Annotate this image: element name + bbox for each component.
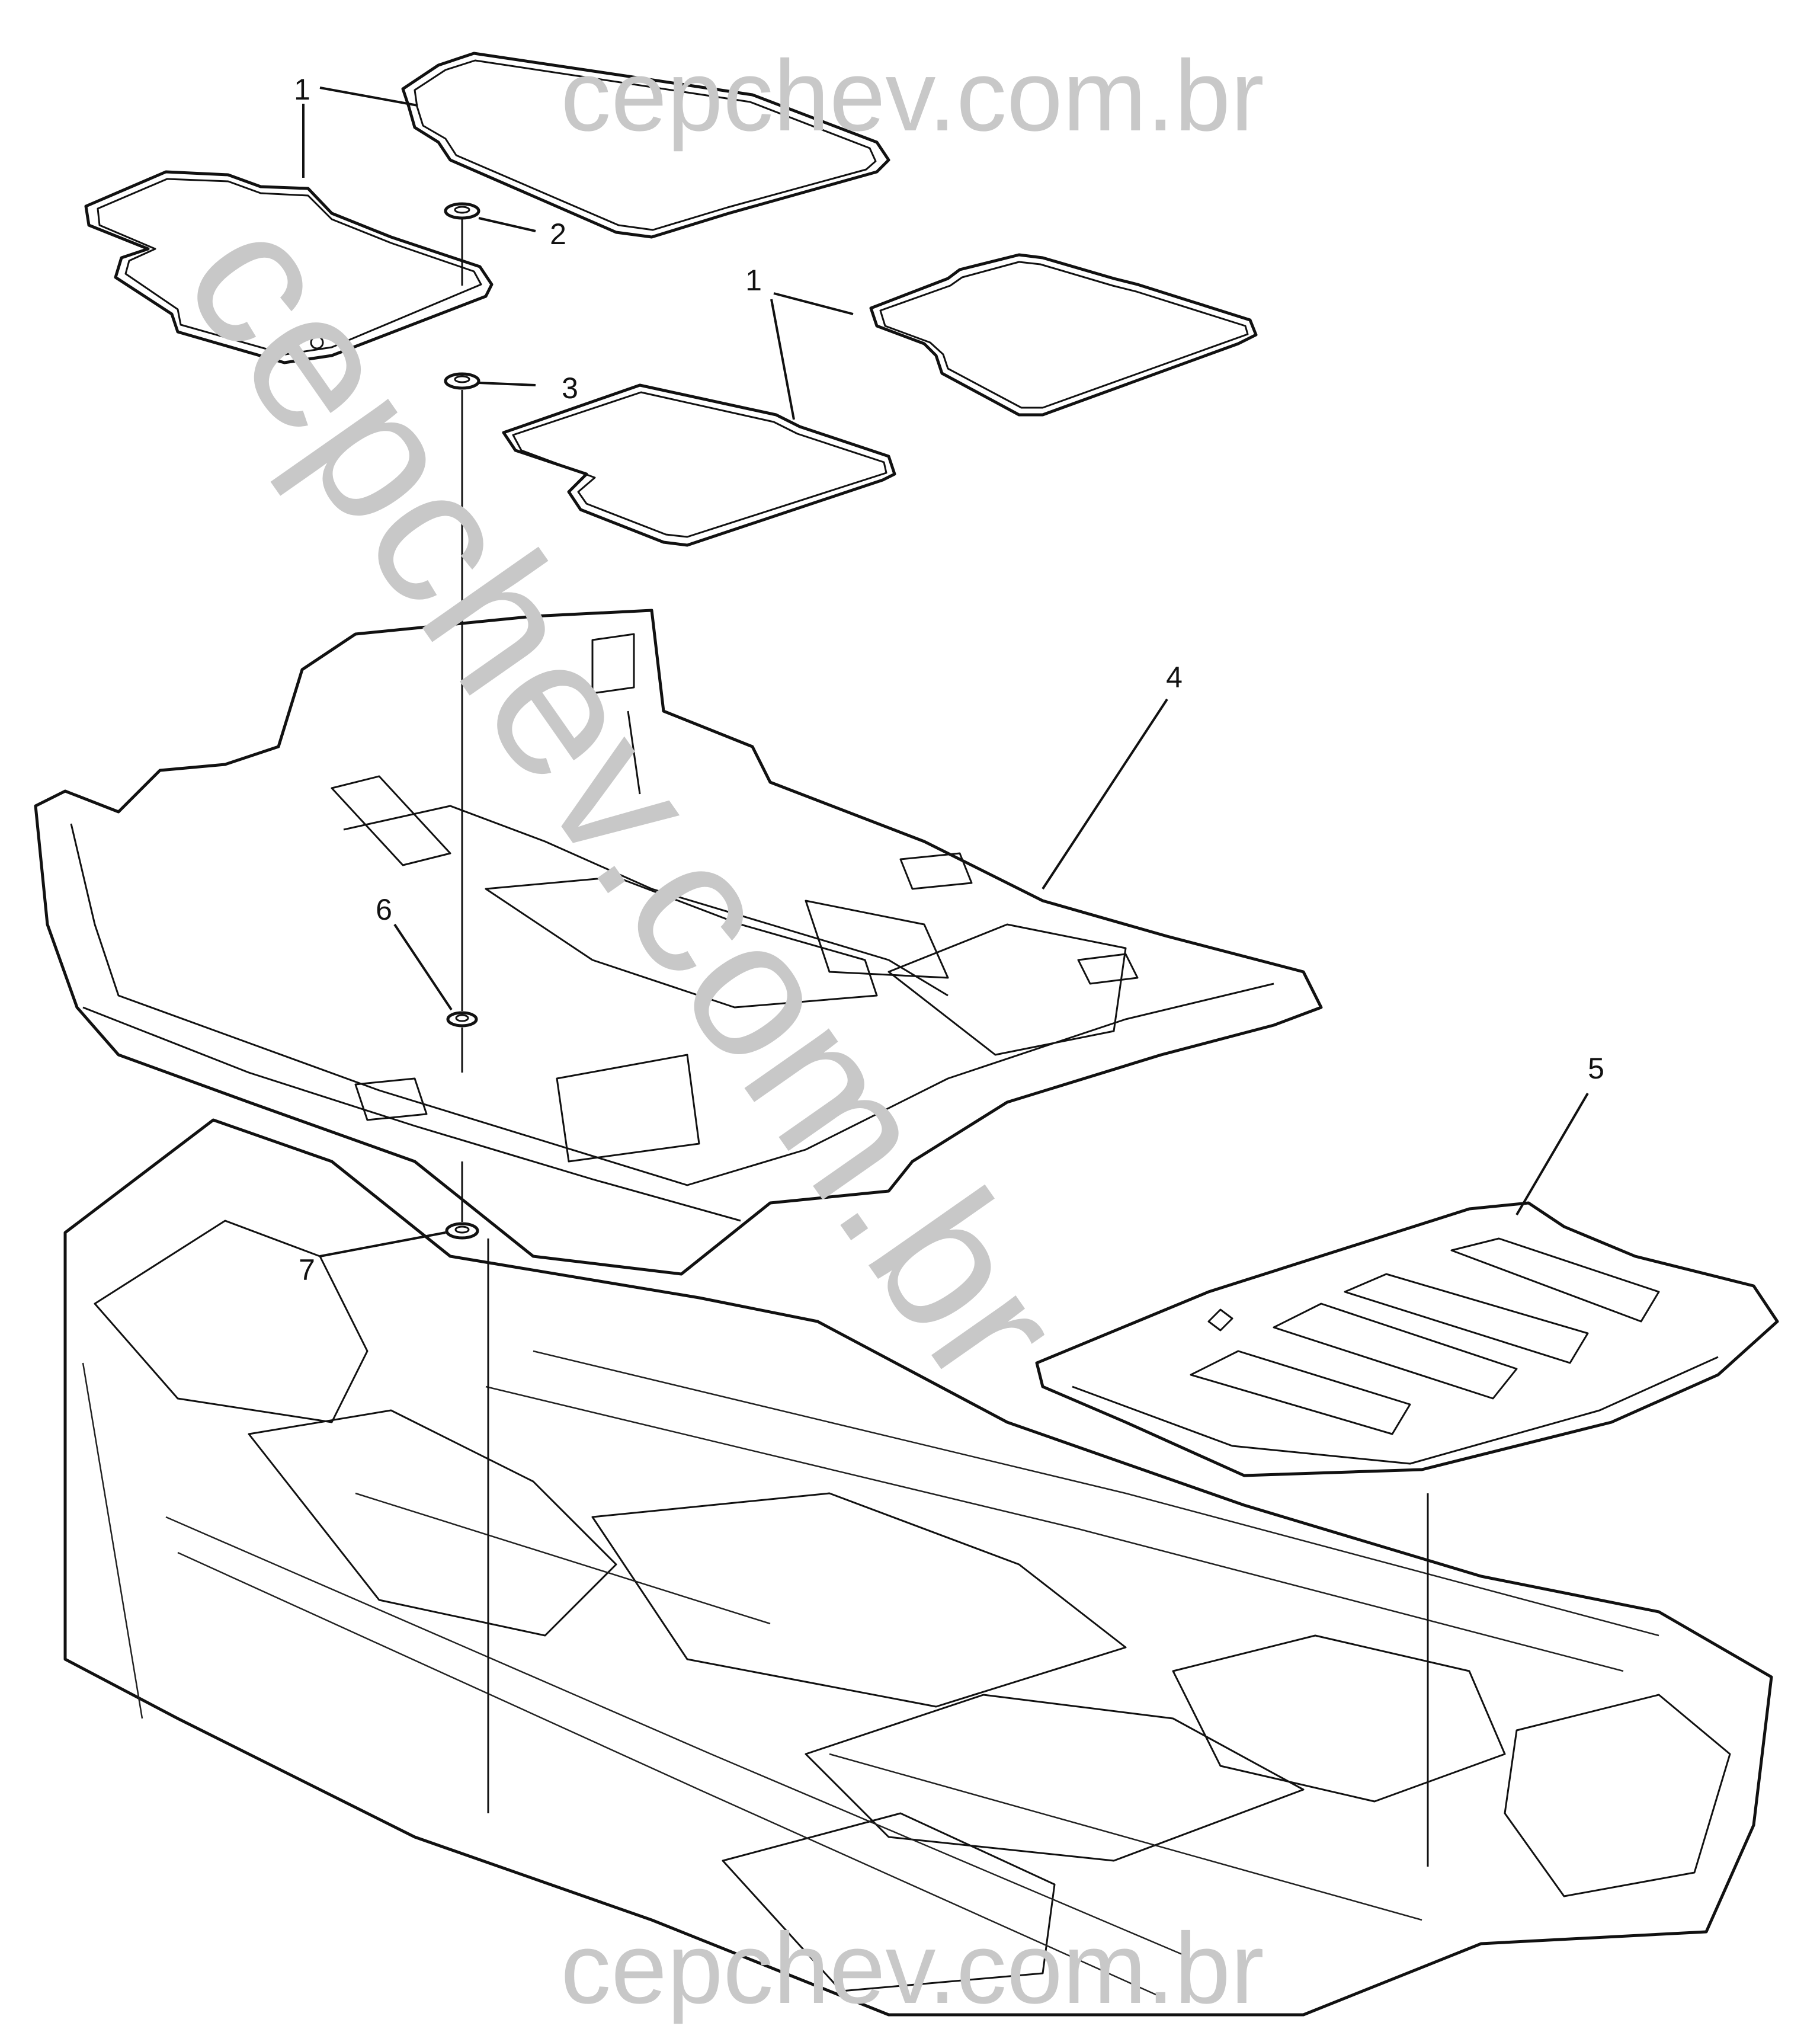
callout-3: 3 [562, 372, 578, 405]
floor-mat-rear-right [869, 253, 1258, 417]
callout-7: 7 [299, 1253, 315, 1286]
floor-mat-front-left [84, 170, 494, 364]
floor-mat-rear-left [502, 383, 896, 547]
rear-compartment-floor-panel [1035, 1201, 1779, 1477]
retainer-3 [444, 372, 480, 390]
watermark-top: cepchev.com.br [560, 40, 1264, 152]
floor-pan-structure [63, 1118, 1773, 2017]
assembly-axis-lines [461, 219, 1429, 1867]
callout-leaders [302, 87, 1589, 1257]
callout-5: 5 [1588, 1052, 1604, 1085]
callout-4: 4 [1166, 661, 1183, 694]
retainer-2 [444, 202, 480, 220]
watermark-bottom: cepchev.com.br [560, 1912, 1264, 2025]
callout-1-front: 1 [294, 73, 310, 106]
callout-1-rear: 1 [745, 264, 762, 297]
callout-6: 6 [376, 893, 392, 926]
floor-carpet [34, 609, 1323, 1276]
floor-mat-front-right [401, 52, 890, 239]
callout-2: 2 [550, 217, 566, 251]
retainer-6 [446, 1011, 478, 1028]
callout-labels: 1 1 2 3 4 5 6 7 [294, 73, 1604, 1286]
retainer-7 [445, 1222, 479, 1240]
